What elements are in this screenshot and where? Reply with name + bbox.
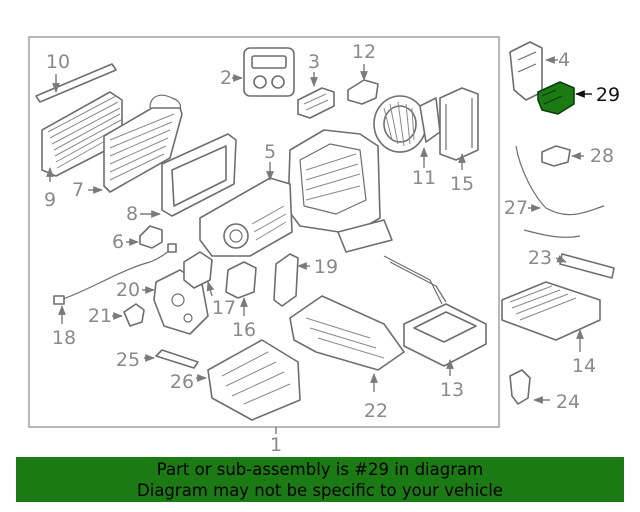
callout-15: 15: [450, 173, 474, 195]
callout-21: 21: [88, 305, 112, 327]
callout-9: 9: [44, 189, 56, 211]
part-8-seal-frame: [161, 133, 237, 217]
callout-18: 18: [52, 327, 76, 349]
callout-4: 4: [558, 49, 570, 71]
callout-12: 12: [352, 41, 376, 63]
part-13-heater-core: [383, 255, 487, 367]
part-4-duct: [509, 41, 543, 101]
callout-11: 11: [412, 167, 436, 189]
callout-20: 20: [116, 279, 140, 301]
callout-28: 28: [590, 145, 614, 167]
callout-1: 1: [270, 434, 282, 456]
callout-23: 23: [528, 247, 552, 269]
part-3-module: [297, 87, 335, 119]
callout-25: 25: [116, 349, 140, 371]
part-2-control-panel: [243, 47, 295, 97]
banner-line-2: Diagram may not be specific to your vehi…: [137, 481, 503, 500]
callout-29: 29: [596, 84, 620, 106]
part-17-actuator: [183, 251, 213, 289]
callout-8: 8: [126, 203, 138, 225]
part-14-core: [501, 281, 601, 341]
part-19-sensor: [273, 253, 299, 307]
part-26-lower-case: [207, 339, 301, 421]
callout-6: 6: [112, 231, 124, 253]
part-29-highlighted: [537, 81, 575, 115]
callout-16: 16: [232, 319, 256, 341]
callout-26: 26: [170, 371, 194, 393]
part-18-harness: [53, 243, 177, 305]
callout-24: 24: [556, 391, 580, 413]
callout-3: 3: [308, 51, 320, 73]
part-7-evaporator: [103, 94, 183, 193]
part-22-lower-case: [289, 295, 405, 371]
part-25-probe: [155, 349, 199, 369]
callout-27: 27: [504, 197, 528, 219]
part-24-bracket: [509, 369, 531, 405]
callout-17: 17: [212, 297, 236, 319]
callout-14: 14: [572, 355, 596, 377]
info-banner: Part or sub-assembly is #29 in diagram D…: [16, 457, 624, 502]
part-5-hvac-case: [199, 129, 393, 257]
part-15-panel: [439, 87, 479, 161]
banner-line-1: Part or sub-assembly is #29 in diagram: [156, 460, 484, 479]
callout-19: 19: [314, 256, 338, 278]
callout-2: 2: [220, 67, 232, 89]
part-11-blower-motor: [373, 95, 441, 153]
callout-10: 10: [46, 51, 70, 73]
part-27-hose: [515, 145, 605, 238]
part-12-bracket: [347, 79, 379, 105]
callout-7: 7: [72, 179, 84, 201]
part-23-sensor: [559, 253, 615, 279]
callout-22: 22: [364, 400, 388, 422]
part-16-actuator: [225, 261, 257, 299]
callout-13: 13: [440, 379, 464, 401]
part-28-bracket: [541, 145, 571, 167]
assembly-frame: [28, 36, 500, 428]
part-21-motor: [123, 303, 145, 327]
callout-5: 5: [264, 141, 276, 163]
part-6-actuator: [139, 225, 163, 249]
